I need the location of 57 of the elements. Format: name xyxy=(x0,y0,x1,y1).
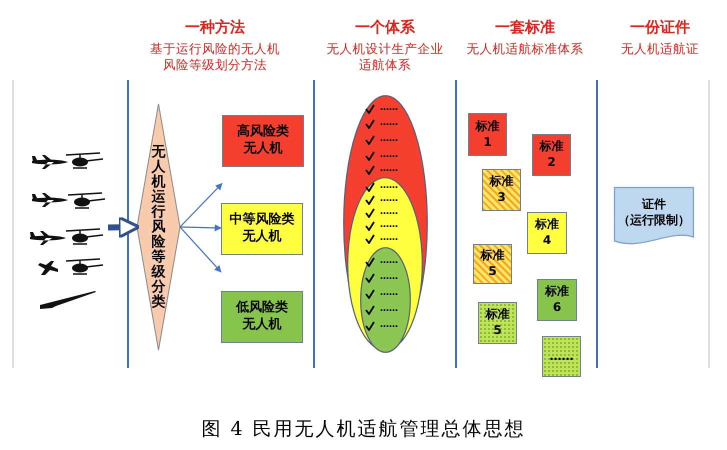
requirement-ellipse xyxy=(343,95,428,351)
standard-box xyxy=(527,212,567,254)
requirement-ellipse xyxy=(347,177,423,351)
box-label: 标准3 xyxy=(488,174,514,206)
box-label: …… xyxy=(548,348,574,364)
column-subtitle: 无人机适航标准体系 xyxy=(466,41,584,58)
column-heading: 一个体系 xyxy=(354,18,416,38)
box-label: 标准4 xyxy=(534,217,560,249)
placeholder-text: …… xyxy=(380,163,398,175)
standard-box xyxy=(537,279,577,321)
placeholder-text: …… xyxy=(380,303,398,315)
placeholder-text: …… xyxy=(380,133,398,145)
standard-box xyxy=(482,169,521,211)
placeholder-text: …… xyxy=(380,319,398,331)
standard-box xyxy=(478,302,517,344)
shape-label: 证件（运行限制） xyxy=(616,197,691,229)
column-subtitle: 基于运行风险的无人机风险等级划分方法 xyxy=(149,41,281,74)
standard-box xyxy=(468,113,507,156)
placeholder-text: …… xyxy=(380,271,398,283)
placeholder-text: …… xyxy=(380,193,398,205)
arrow xyxy=(180,226,222,273)
placeholder-text: …… xyxy=(380,180,398,192)
column-subtitle: 无人机适航证 xyxy=(620,41,700,58)
placeholder-text: …… xyxy=(380,287,398,299)
standard-box xyxy=(542,336,581,377)
column-heading: 一种方法 xyxy=(184,18,246,38)
box-label: 低风险类无人机 xyxy=(234,300,289,334)
decision-diamond xyxy=(137,104,180,350)
block-arrow xyxy=(108,216,140,239)
certificate-document xyxy=(614,187,694,247)
arrow xyxy=(180,182,222,228)
standard-box xyxy=(473,244,512,284)
box-label: 标准1 xyxy=(474,118,500,150)
shape-label: 无人机运行风险等级分类 xyxy=(150,144,166,310)
category-box xyxy=(222,115,304,167)
box-label: 标准6 xyxy=(544,284,570,316)
arrow xyxy=(180,224,222,232)
column-heading: 一套标准 xyxy=(494,18,556,38)
placeholder-text: …… xyxy=(380,102,398,114)
column-heading: 一份证件 xyxy=(629,18,691,38)
category-box xyxy=(221,203,303,255)
box-label: 标准5 xyxy=(484,307,510,339)
placeholder-text: …… xyxy=(380,117,398,129)
box-label: 中等风险类无人机 xyxy=(228,212,296,246)
standard-box xyxy=(532,134,571,176)
placeholder-text: …… xyxy=(380,232,398,244)
box-label: 高风险类无人机 xyxy=(236,124,290,158)
placeholder-text: …… xyxy=(380,219,398,231)
requirement-ellipse xyxy=(360,247,411,353)
placeholder-text: …… xyxy=(380,206,398,218)
figure-caption: 图 4 民用无人机适航管理总体思想 xyxy=(200,417,527,442)
column-subtitle: 无人机设计生产企业适航体系 xyxy=(326,41,444,74)
placeholder-text: …… xyxy=(380,255,398,267)
box-label: 标准5 xyxy=(479,248,506,280)
box-label: 标准2 xyxy=(538,139,564,171)
placeholder-text: …… xyxy=(380,149,398,161)
category-box xyxy=(221,291,303,343)
